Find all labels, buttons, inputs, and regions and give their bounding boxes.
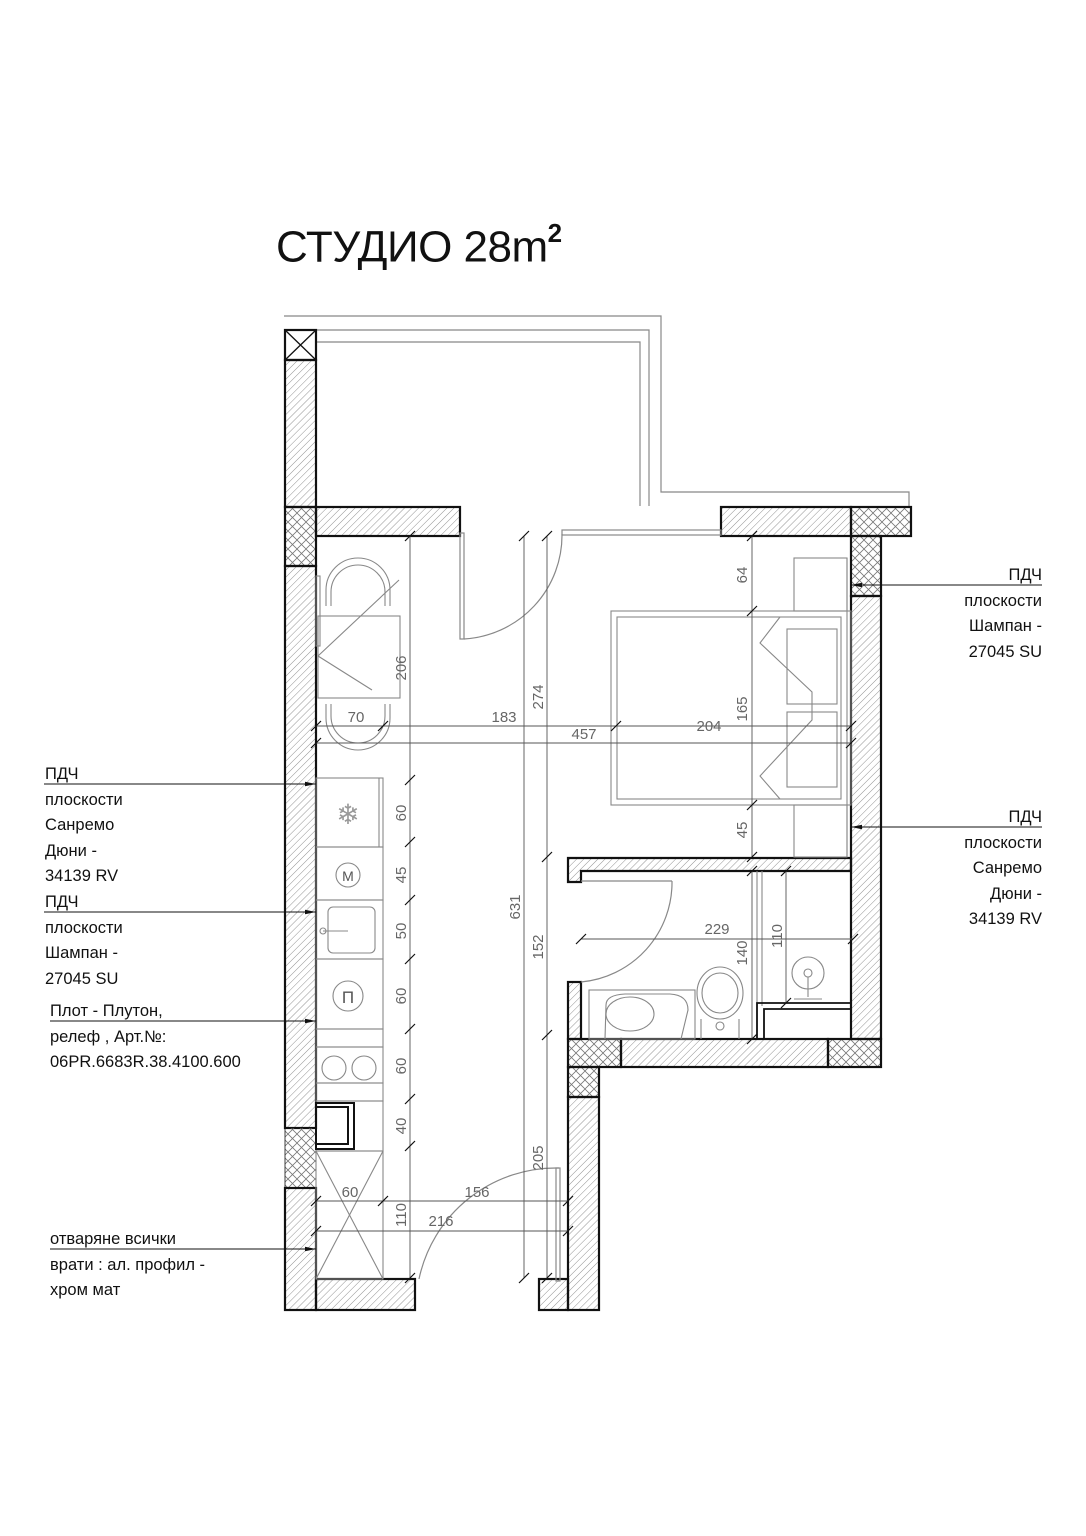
dim-wardrobe-top: 64 <box>734 567 751 584</box>
dim-hall-height: 274 <box>530 684 547 709</box>
dim-wardrobe-bottom: 45 <box>734 822 751 839</box>
dim-bed-width: 165 <box>734 696 751 721</box>
dim-entry-width-2: 216 <box>428 1213 453 1230</box>
dim-k-fridge: 60 <box>393 805 410 822</box>
note-left-2: ПДЧ плоскости Шампан - 27045 SU <box>45 890 123 992</box>
dim-k-sink: 50 <box>393 923 410 940</box>
note-header: ПДЧ <box>1008 566 1042 584</box>
note-left-3: Плот - Плутон, релеф , Арт.№: 06PR.6683R… <box>50 999 241 1076</box>
freezer-icon: ❄ <box>336 799 359 830</box>
dim-entry-door-height: 205 <box>530 1145 547 1170</box>
note-header: отваряне всички <box>50 1230 177 1248</box>
dim-bath-door: 152 <box>530 934 547 959</box>
walls <box>283 328 913 1312</box>
dishwasher-icon: П <box>342 988 354 1007</box>
dim-entry-width-1: 156 <box>464 1184 489 1201</box>
microwave-icon: M <box>342 868 354 884</box>
dim-k-micro: 45 <box>393 867 410 884</box>
dim-shower-depth: 110 <box>769 924 786 948</box>
dim-room-width-total: 457 <box>571 726 596 743</box>
oven <box>315 1102 355 1150</box>
note-right-bottom: ПДЧ плоскости Санремо Дюни - 34139 RV <box>940 805 1042 933</box>
note-header: Плот - Плутон, <box>50 1002 163 1020</box>
dim-entry-wardrobe: 60 <box>342 1184 359 1201</box>
note-header: ПДЧ <box>45 893 79 911</box>
note-left-4: отваряне всички врати : ал. профил - хро… <box>50 1227 205 1304</box>
note-left-1: ПДЧ плоскости Санремо Дюни - 34139 RV <box>45 762 123 890</box>
kitchen-counter <box>315 777 384 1280</box>
dim-total-height: 631 <box>507 894 524 919</box>
dim-bath-width: 229 <box>704 921 729 938</box>
dim-bed-length: 204 <box>696 718 721 735</box>
doors <box>418 529 722 1282</box>
note-header: ПДЧ <box>45 765 79 783</box>
balcony <box>284 315 910 506</box>
bathroom-fixtures <box>588 871 825 1040</box>
dim-k-oven: 40 <box>393 1118 410 1135</box>
dim-dining-width: 70 <box>348 709 365 726</box>
shower-tray <box>756 1002 851 1039</box>
bed <box>610 557 852 858</box>
plan-title: СТУДИО 28m2 <box>276 218 562 272</box>
dimension-lines <box>316 536 853 1278</box>
dim-k-hob: 60 <box>393 1058 410 1075</box>
note-header: ПДЧ <box>1008 808 1042 826</box>
dim-k-dish: 60 <box>393 988 410 1005</box>
leader-lines <box>44 582 1042 1252</box>
dim-bath-depth: 140 <box>734 940 751 965</box>
dimension-ticks <box>310 530 859 1284</box>
note-right-top: ПДЧ плоскости Шампан - 27045 SU <box>940 563 1042 665</box>
dim-dining-length: 206 <box>393 655 410 680</box>
dim-k-entry: 110 <box>393 1203 410 1227</box>
dim-room-width-upper: 183 <box>491 709 516 726</box>
